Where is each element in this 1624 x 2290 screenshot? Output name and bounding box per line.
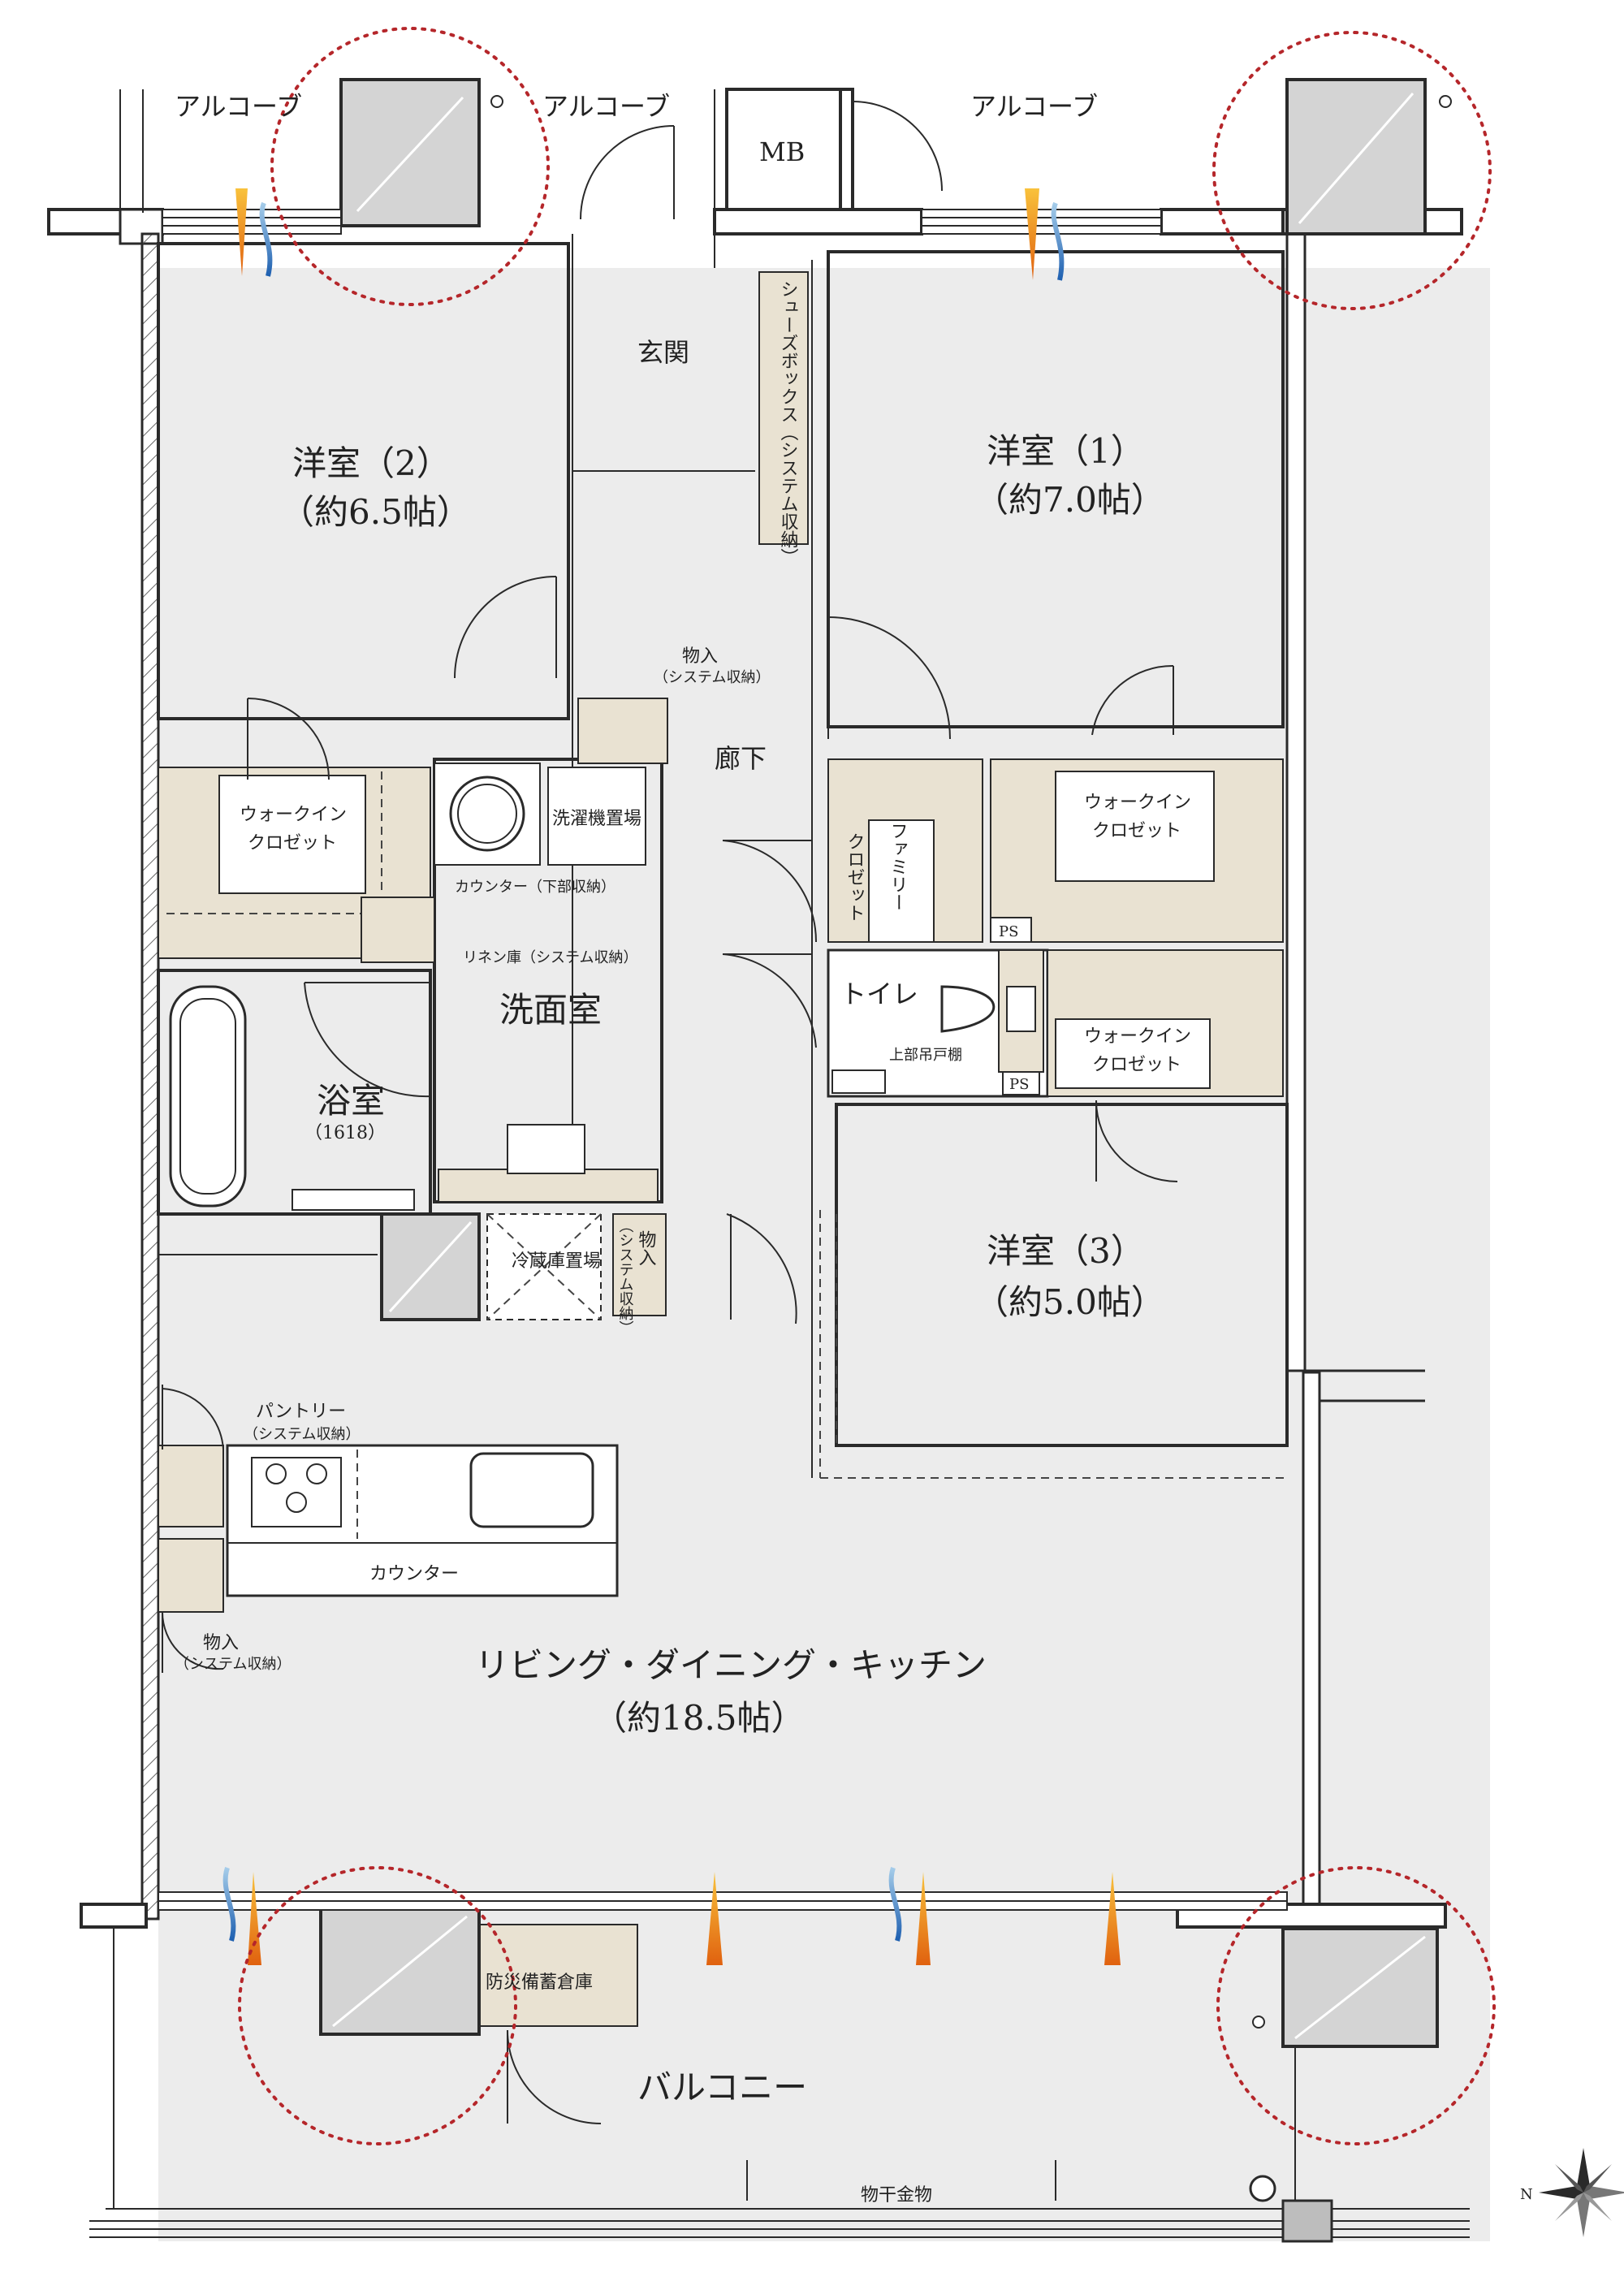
storages <box>158 271 1439 2048</box>
compass-label: N <box>1520 2186 1533 2203</box>
label-family-closet-1: ファミリー <box>888 822 908 911</box>
label-pantry-sub: （システム収納） <box>244 1426 360 1443</box>
label-storage-hall-sub: （システム収納） <box>654 669 770 686</box>
labels: アルコーブ アルコーブ アルコーブ MB 玄関 シューズボックス（システム収納）… <box>175 91 1191 2206</box>
label-shoe-box: シューズボックス（システム収納） <box>778 280 799 566</box>
label-upper-shelf: 上部吊戸棚 <box>889 1047 962 1064</box>
label-ldk-name: リビング・ダイニング・キッチン <box>475 1645 987 1685</box>
label-counter-lower: カウンター（下部収納） <box>455 879 615 896</box>
label-storage-left-sub: （システム収納） <box>175 1656 291 1673</box>
label-washroom: 洗面室 <box>499 990 602 1030</box>
label-alcove-right: アルコーブ <box>970 91 1098 122</box>
label-wic-left-2: クロゼット <box>248 833 337 853</box>
label-western3-name: 洋室（3） <box>987 1231 1145 1271</box>
label-fridge: 冷蔵庫置場 <box>512 1251 601 1272</box>
label-western1-name: 洋室（1） <box>987 431 1145 471</box>
label-family-closet-2: クロゼット <box>844 832 865 922</box>
label-western1-size: （約7.0帖） <box>974 480 1165 520</box>
label-disaster-storage: 防災備蓄倉庫 <box>486 1972 593 1993</box>
label-wic-right-bottom-1: ウォークイン <box>1084 1026 1191 1047</box>
label-wic-right-top-2: クロゼット <box>1092 821 1181 841</box>
label-alcove-left: アルコーブ <box>175 91 302 122</box>
label-wic-right-top-1: ウォークイン <box>1084 793 1191 813</box>
label-laundry-hanger: 物干金物 <box>861 2185 932 2206</box>
label-western2-name: 洋室（2） <box>292 443 451 483</box>
outer-walls <box>47 208 1463 1929</box>
label-alcove-center: アルコーブ <box>542 91 670 122</box>
label-storage-left-title: 物入 <box>203 1633 239 1653</box>
doors <box>161 576 1178 2124</box>
label-bath-size: （1618） <box>304 1123 386 1143</box>
label-counter: カウンター <box>369 1564 459 1584</box>
label-ps-bottom: PS <box>1009 1076 1029 1093</box>
label-wic-right-bottom-2: クロゼット <box>1092 1055 1181 1075</box>
label-mb: MB <box>759 136 805 167</box>
label-storage-hall-title: 物入 <box>682 646 718 667</box>
label-western2-size: （約6.5帖） <box>280 492 471 532</box>
label-storage-kitchen-title: 物入 <box>636 1230 657 1266</box>
label-hallway: 廊下 <box>715 743 767 774</box>
vent-markers <box>222 188 1121 1965</box>
highlight-circles <box>238 27 1496 2145</box>
interior-walls <box>157 234 1289 1479</box>
label-toilet: トイレ <box>840 979 918 1009</box>
label-entrance: 玄関 <box>637 337 689 368</box>
label-storage-kitchen-sub: （システム収納） <box>617 1218 634 1335</box>
label-pantry-title: パントリー <box>256 1402 346 1422</box>
label-balcony: バルコニー <box>637 2067 807 2107</box>
label-ps-top: PS <box>999 923 1018 940</box>
label-linen: リネン庫（システム収納） <box>463 949 637 966</box>
label-western3-size: （約5.0帖） <box>974 1282 1165 1322</box>
label-ldk-size: （約18.5帖） <box>593 1698 806 1738</box>
compass-icon: N <box>1520 2148 1624 2237</box>
label-bath-name: 浴室 <box>317 1081 385 1121</box>
label-washer: 洗濯機置場 <box>552 809 641 829</box>
alcove-zone <box>119 78 1452 268</box>
label-wic-left-1: ウォークイン <box>240 805 347 825</box>
balcony-zone <box>89 1891 1470 2243</box>
